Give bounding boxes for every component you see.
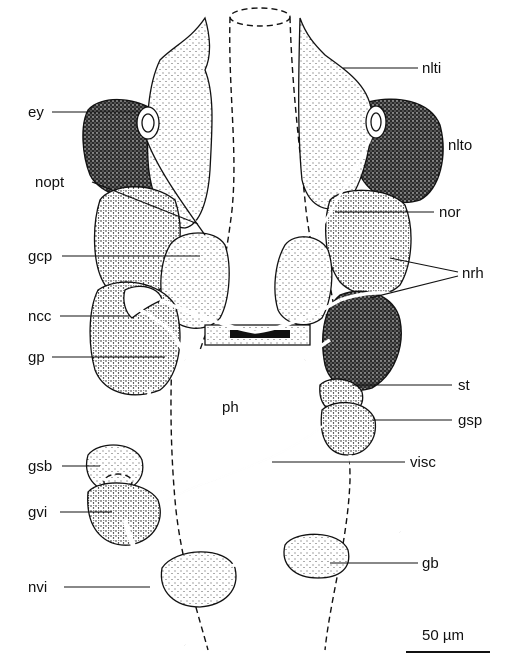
- label-ph: ph: [222, 399, 239, 416]
- label-st: st: [458, 377, 471, 394]
- visceral-loop: [87, 379, 400, 645]
- label-gp: gp: [28, 349, 45, 366]
- label-gvi: gvi: [28, 504, 47, 521]
- label-nopt: nopt: [35, 174, 65, 191]
- label-nlti: nlti: [422, 60, 441, 77]
- label-gsp: gsp: [458, 412, 482, 429]
- label-nrh: nrh: [462, 265, 484, 282]
- label-gsb: gsb: [28, 458, 52, 475]
- label-ncc: ncc: [28, 308, 52, 325]
- label-visc: visc: [410, 454, 436, 471]
- label-nlto: nlto: [448, 137, 472, 154]
- scale-bar: 50 µm: [406, 627, 490, 652]
- scale-bar-label: 50 µm: [422, 627, 464, 644]
- label-gb: gb: [422, 555, 439, 572]
- label-nor: nor: [439, 204, 461, 221]
- label-nvi: nvi: [28, 579, 47, 596]
- label-ey: ey: [28, 104, 44, 121]
- label-gcp: gcp: [28, 248, 52, 265]
